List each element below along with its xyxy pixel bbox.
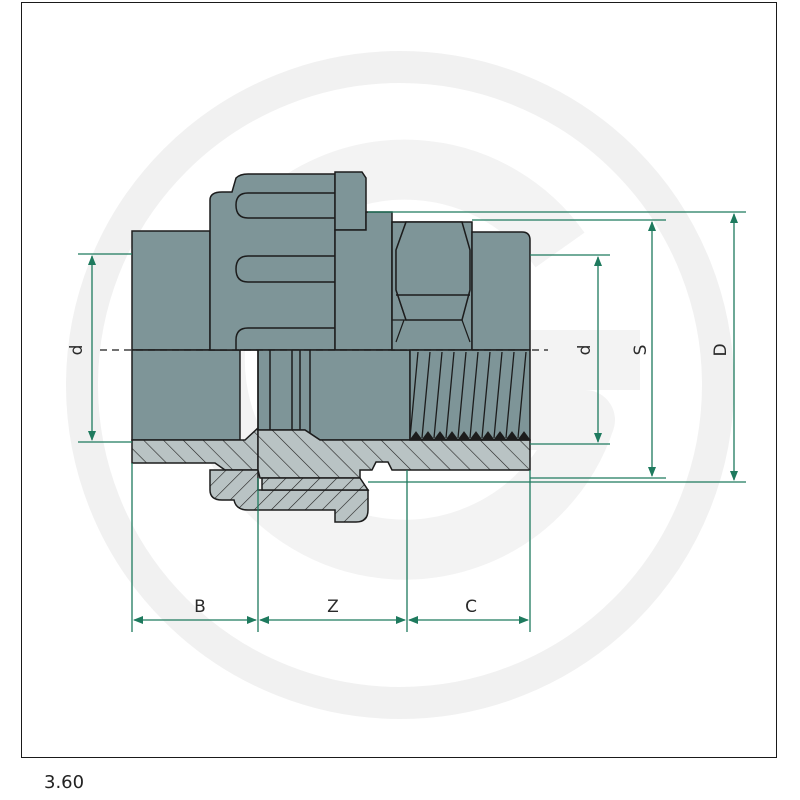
union-right-hex-body [391, 221, 531, 441]
dimension-label-d-left: d [67, 345, 87, 356]
dimension-label-s: S [631, 345, 651, 356]
dimension-label-d-right: d [575, 345, 595, 356]
dimension-label-d-outer: D [711, 343, 731, 356]
figure-number: 3.60 [44, 772, 85, 793]
dimension-label-z: Z [327, 597, 339, 617]
dimension-lines [78, 211, 746, 632]
dimension-label-b: B [194, 597, 206, 617]
dimension-label-c: C [465, 597, 477, 617]
union-center-section [257, 429, 531, 491]
